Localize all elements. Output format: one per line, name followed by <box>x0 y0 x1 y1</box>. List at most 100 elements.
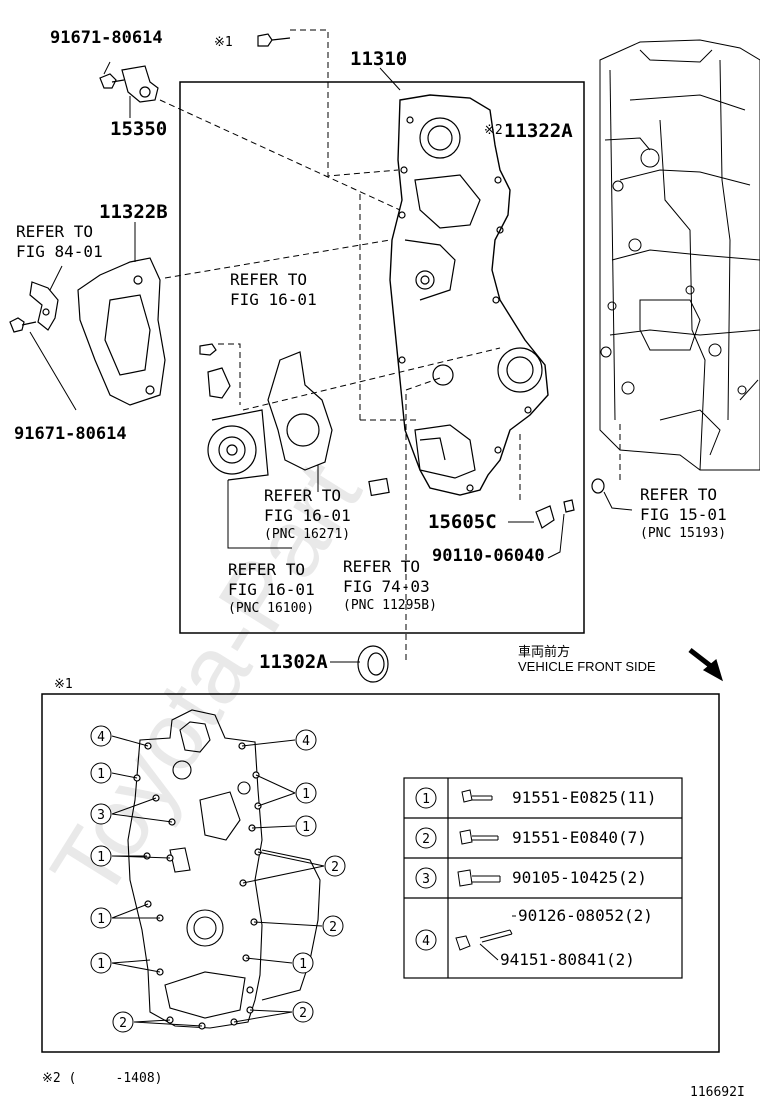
table-part-4b[interactable]: 94151-80841(2) <box>500 950 635 969</box>
refer-fig-16-01-b[interactable]: REFER TO FIG 16-01 (PNC 16271) <box>264 486 351 544</box>
callout-left-4-text: 4 <box>97 730 105 745</box>
refer-74-line1: REFER TO <box>343 557 421 576</box>
svg-text:1: 1 <box>302 820 310 835</box>
callout-left-1d: 1 <box>90 952 112 974</box>
svg-text:4: 4 <box>302 734 310 749</box>
svg-text:1: 1 <box>97 957 105 972</box>
callout-right-2c: 2 <box>292 1001 314 1023</box>
callout-right-2b: 2 <box>322 915 344 937</box>
refer-fig-16-01-c[interactable]: REFER TO FIG 16-01 (PNC 16100) <box>228 560 315 618</box>
refer-fig-16-01-a[interactable]: REFER TO FIG 16-01 <box>230 270 317 310</box>
part-label-91671-top[interactable]: 91671-80614 <box>50 28 163 48</box>
refer-15-pnc: (PNC 15193) <box>640 526 727 541</box>
vehicle-front-en: VEHICLE FRONT SIDE <box>518 659 656 674</box>
refer-16b-line1: REFER TO <box>264 486 342 505</box>
refer-84-line2: FIG 84-01 <box>16 242 103 261</box>
svg-text:2: 2 <box>119 1016 127 1031</box>
refer-16c-pnc: (PNC 16100) <box>228 601 315 616</box>
footnote: ※2 ( -1408) <box>42 1071 163 1086</box>
callout-left-4: 4 <box>90 725 112 747</box>
timing-cover-drawing <box>389 94 549 496</box>
gasket-11322b-drawing <box>77 257 166 406</box>
svg-text:3: 3 <box>422 872 430 887</box>
svg-text:3: 3 <box>97 808 105 823</box>
svg-text:2: 2 <box>331 860 339 875</box>
svg-text:2: 2 <box>329 920 337 935</box>
refer-16c-line2: FIG 16-01 <box>228 580 315 599</box>
pump-gasket-drawing <box>267 351 333 471</box>
part-15605c-drawing <box>535 499 575 529</box>
refer-74-pnc: (PNC 11295B) <box>343 598 437 613</box>
part-label-15350[interactable]: 15350 <box>110 118 168 140</box>
bolt-pump-drawing <box>199 343 217 356</box>
refer-15-line2: FIG 15-01 <box>640 505 727 524</box>
svg-text:1: 1 <box>97 850 105 865</box>
table-part-2[interactable]: 91551-E0840(7) <box>512 828 647 847</box>
table-part-3[interactable]: 90105-10425(2) <box>512 868 647 887</box>
engine-block-drawing <box>599 39 760 471</box>
vehicle-front-arrow <box>688 648 723 682</box>
diagram-id: 116692I <box>690 1085 745 1100</box>
refer-15-line1: REFER TO <box>640 485 718 504</box>
callout-right-4: 4 <box>295 729 317 751</box>
part-label-11322a[interactable]: 11322A <box>504 120 573 142</box>
part-label-15605c[interactable]: 15605C <box>428 511 497 533</box>
bolt-left-drawing <box>9 317 37 333</box>
refer-16c-line1: REFER TO <box>228 560 306 579</box>
water-pump-drawing <box>207 367 269 481</box>
callout-left-1a: 1 <box>90 762 112 784</box>
sensor-15350-drawing <box>99 65 159 103</box>
table-part-4a[interactable]: 90126-08052(2) <box>518 906 653 925</box>
svg-text:2: 2 <box>299 1006 307 1021</box>
refer-16a-line1: REFER TO <box>230 270 308 289</box>
refer-fig-84-01[interactable]: REFER TO FIG 84-01 <box>16 222 103 262</box>
callout-left-1b: 1 <box>90 845 112 867</box>
table-num-3: 3 <box>415 867 437 889</box>
table-part-1[interactable]: 91551-E0825(11) <box>512 788 657 807</box>
bolt-table-grid <box>403 777 683 979</box>
oil-seal-drawing <box>357 645 389 683</box>
detail-cover-outline <box>127 709 321 1029</box>
part-label-90110[interactable]: 90110-06040 <box>432 546 545 566</box>
o-ring-drawing <box>591 478 605 494</box>
refer-16b-line2: FIG 16-01 <box>264 506 351 525</box>
part-label-11310[interactable]: 11310 <box>350 48 408 70</box>
callout-left-1c: 1 <box>90 907 112 929</box>
svg-text:1: 1 <box>97 767 105 782</box>
callout-right-1c: 1 <box>292 952 314 974</box>
refer-84-line1: REFER TO <box>16 222 94 241</box>
refer-16a-line2: FIG 16-01 <box>230 290 317 309</box>
refer-16b-pnc: (PNC 16271) <box>264 527 351 542</box>
svg-text:1: 1 <box>97 912 105 927</box>
gasket-11295b-drawing <box>368 477 390 497</box>
mark1-top: ※1 <box>214 35 233 50</box>
detail-bolt-holes <box>133 742 262 1030</box>
callout-right-2a: 2 <box>324 855 346 877</box>
part-label-91671-bottom[interactable]: 91671-80614 <box>14 424 127 444</box>
table-num-1: 1 <box>415 787 437 809</box>
callout-left-2: 2 <box>112 1011 134 1033</box>
refer-fig-74-03[interactable]: REFER TO FIG 74-03 (PNC 11295B) <box>343 557 437 615</box>
mark1-detail-box: ※1 <box>54 677 73 692</box>
main-frame <box>179 81 585 634</box>
vehicle-front-jp: 車両前方 <box>518 644 571 659</box>
detail-box-frame <box>41 693 720 1053</box>
callout-circles: 4 1 3 1 1 1 2 4 1 1 2 2 1 2 1 2 3 4 <box>90 725 437 1033</box>
refer-74-line2: FIG 74-03 <box>343 577 430 596</box>
part-label-11322b[interactable]: 11322B <box>99 201 168 223</box>
svg-text:1: 1 <box>422 792 430 807</box>
table-num-4: 4 <box>415 929 437 951</box>
svg-text:1: 1 <box>302 787 310 802</box>
mark2-11322a: ※2 <box>484 123 503 138</box>
refer-fig-15-01[interactable]: REFER TO FIG 15-01 (PNC 15193) <box>640 485 727 543</box>
table-num-2: 2 <box>415 827 437 849</box>
callout-right-1b: 1 <box>295 815 317 837</box>
svg-text:4: 4 <box>422 934 430 949</box>
part-label-11302a[interactable]: 11302A <box>259 651 328 673</box>
svg-text:2: 2 <box>422 832 430 847</box>
callout-right-1a: 1 <box>295 782 317 804</box>
svg-text:1: 1 <box>299 957 307 972</box>
table-bolt-icons <box>455 789 516 961</box>
callout-left-3: 3 <box>90 803 112 825</box>
